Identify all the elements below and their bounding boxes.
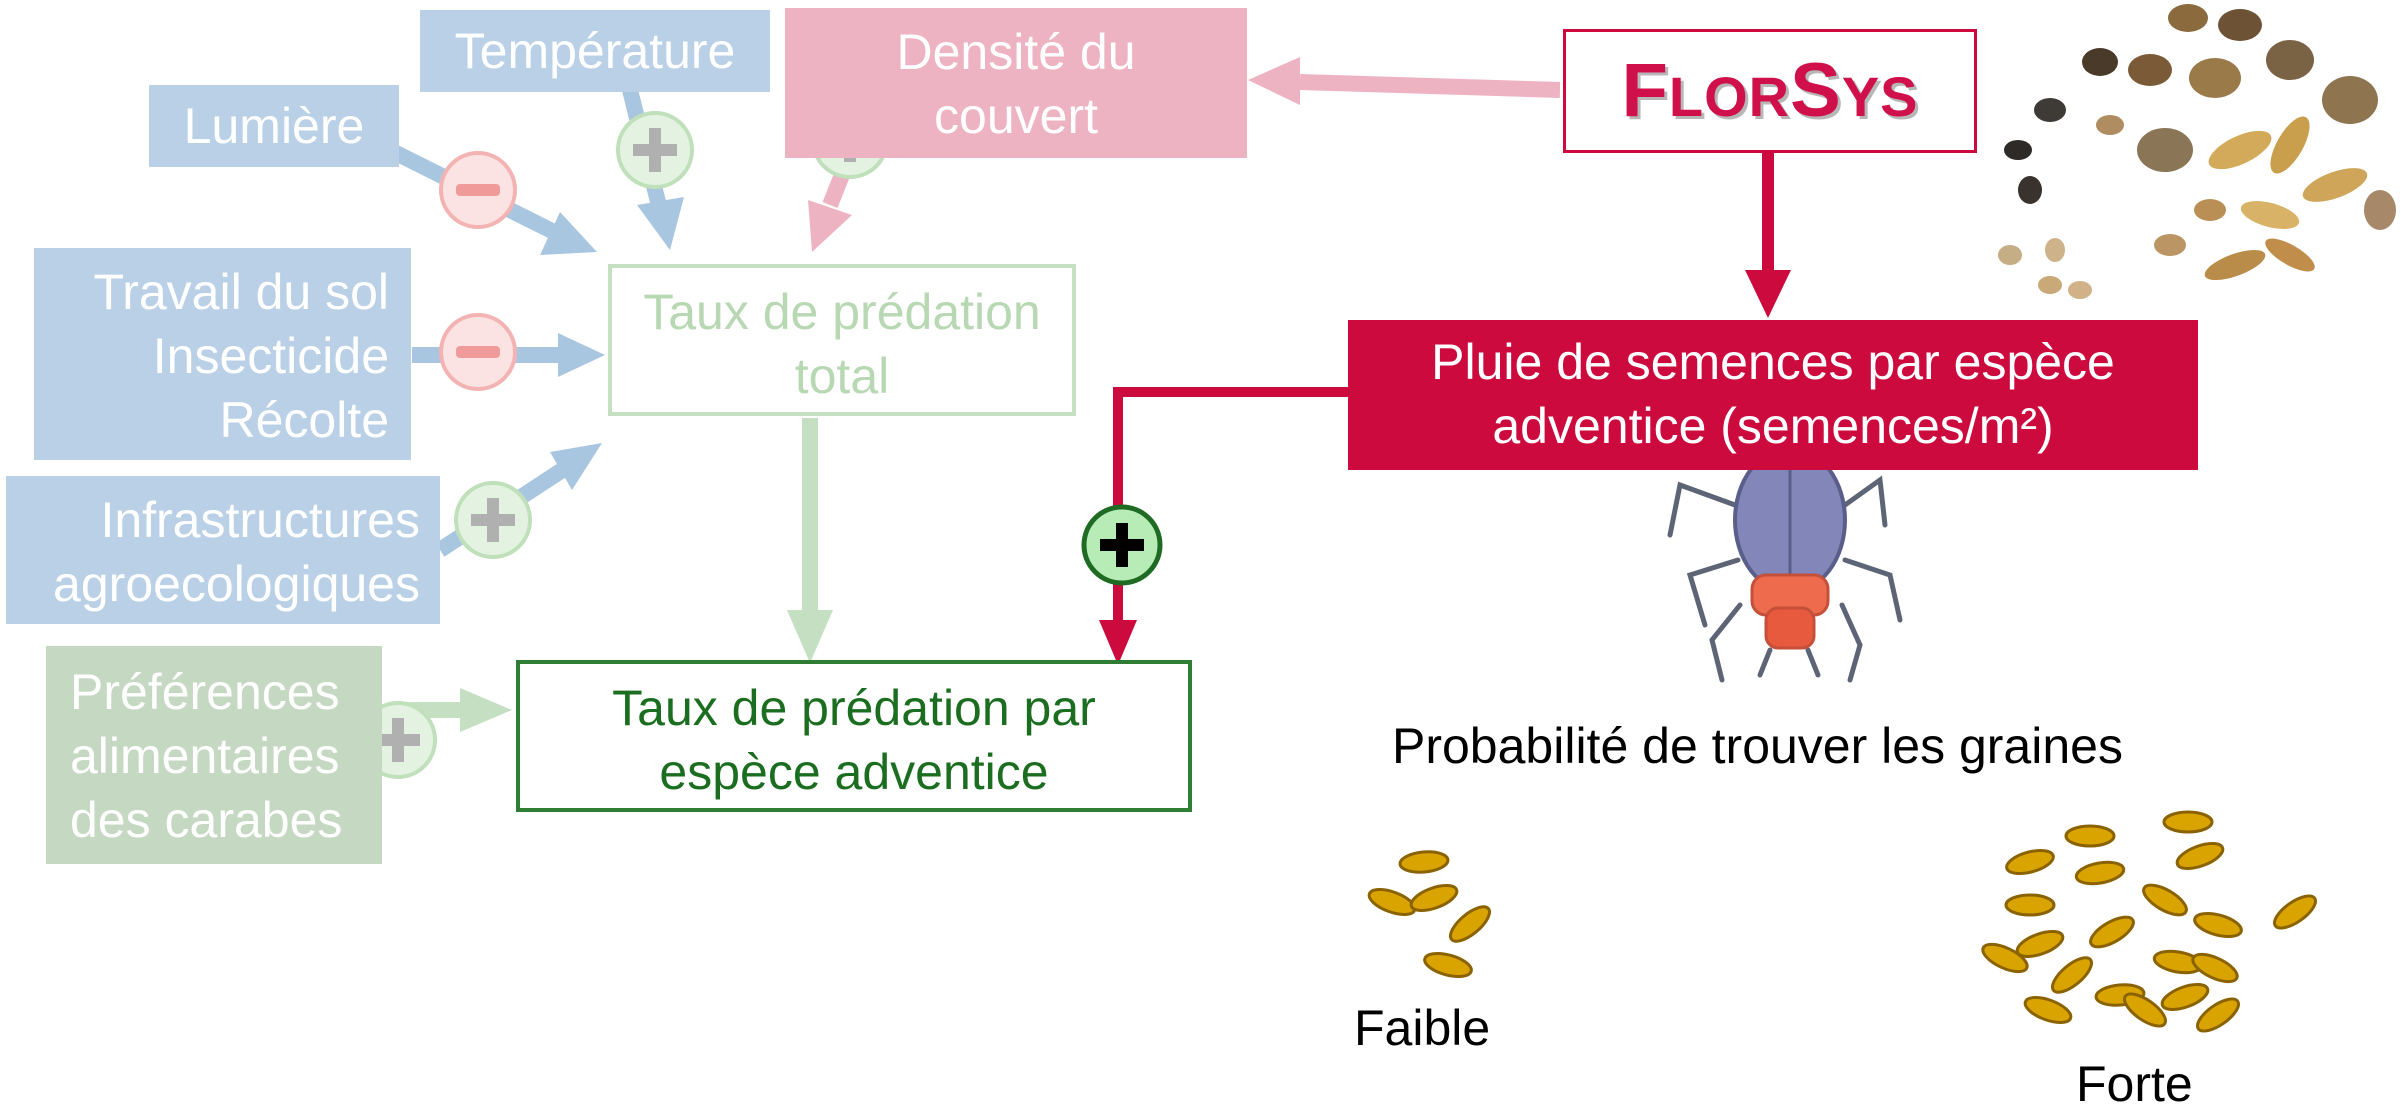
node-species-predation: Taux de prédation par espèce adventice <box>516 660 1192 812</box>
minus-sign-light <box>439 151 517 229</box>
logo-letter-s: S <box>1790 48 1842 133</box>
species-predation-line-2: espèce adventice <box>659 744 1049 800</box>
factor-temperature: Température <box>420 10 770 92</box>
probability-low-label: Faible <box>1354 1000 1491 1056</box>
seeds-low-illustration <box>1367 850 1491 978</box>
seed-rain-line-1: Pluie de semences par espèce <box>1431 334 2115 390</box>
total-predation-line-1: Taux de prédation <box>643 284 1041 340</box>
logo-part-2: YS <box>1841 65 1919 128</box>
plus-sign-infra <box>454 481 532 559</box>
probability-title: Probabilité de trouver les graines <box>1392 718 2123 774</box>
factor-temperature-label: Température <box>454 23 736 79</box>
total-predation-line-2: total <box>794 348 890 404</box>
preferences-line-1: Préférences <box>70 664 340 720</box>
preferences-line-3: des carabes <box>70 792 343 848</box>
arrow-florsys-to-seedrain <box>1745 153 1791 318</box>
soil-practices-line-3: Récolte <box>219 392 389 448</box>
preferences-line-2: alimentaires <box>70 728 340 784</box>
plus-sign-temperature <box>616 111 694 189</box>
logo-letter-f: F <box>1621 48 1669 133</box>
weed-seeds-illustration <box>1998 4 2396 299</box>
factor-soil-practices: Travail du sol Insecticide Récolte <box>34 248 411 460</box>
plus-sign-seedrain <box>1081 504 1163 586</box>
species-predation-line-1: Taux de prédation par <box>612 680 1096 736</box>
soil-practices-line-2: Insecticide <box>152 328 389 384</box>
infrastructures-line-2: agroecologiques <box>53 556 420 612</box>
logo-part-1: LOR <box>1668 65 1791 128</box>
seed-rain-line-2: adventice (semences/m²) <box>1492 398 2054 454</box>
factor-light: Lumière <box>149 85 399 167</box>
carabid-beetle-illustration <box>1667 422 1903 683</box>
arrow-total-to-species <box>787 418 833 663</box>
factor-carabid-preferences: Préférences alimentaires des carabes <box>46 646 382 864</box>
canopy-density-line-1: Densité du <box>896 24 1136 80</box>
minus-sign-soil <box>439 313 517 391</box>
infrastructures-line-1: Infrastructures <box>100 492 420 548</box>
probability-high-label: Forte <box>2076 1056 2193 1112</box>
factor-infrastructures: Infrastructures agroecologiques <box>6 476 440 624</box>
arrow-florsys-to-density <box>1248 57 1561 105</box>
canopy-density-line-2: couvert <box>934 88 1098 144</box>
factor-light-label: Lumière <box>183 98 365 154</box>
seeds-high-illustration <box>1981 810 2317 1033</box>
florsys-logo: FLORSYS <box>1563 29 1977 153</box>
node-total-predation: Taux de prédation total <box>608 264 1076 416</box>
node-seed-rain: Pluie de semences par espèce adventice (… <box>1348 320 2198 470</box>
factor-canopy-density: Densité du couvert <box>785 8 1247 158</box>
soil-practices-line-1: Travail du sol <box>93 264 389 320</box>
